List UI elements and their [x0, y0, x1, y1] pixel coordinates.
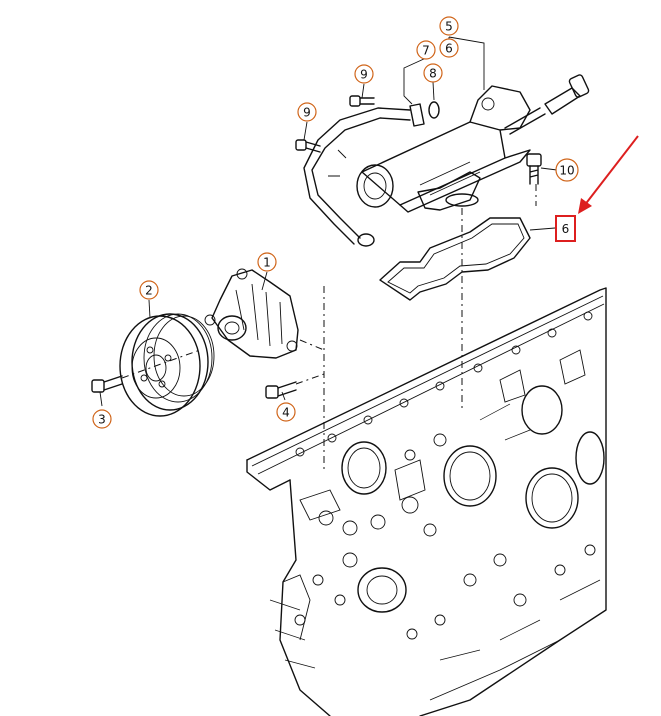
callout-number: 4 [282, 406, 290, 420]
callout-number: 5 [445, 20, 453, 34]
red-arrow-icon [578, 135, 639, 214]
highlighted-callout-6: 6 [555, 215, 576, 242]
engine-block [246, 287, 607, 716]
callout-circle [416, 40, 436, 60]
callout-number: 3 [98, 413, 106, 427]
bolt-3 [91, 375, 123, 393]
highlighted-callout-text: 6 [562, 222, 570, 236]
pulley [119, 313, 215, 417]
callout-circle [555, 158, 579, 182]
callout-circle [439, 38, 459, 58]
leader-lines [99, 36, 558, 407]
callout-c3: 3 [92, 409, 112, 429]
callout-number: 7 [422, 44, 430, 58]
callout-circle [92, 409, 112, 429]
callout-c9a: 9 [354, 64, 374, 84]
callout-number: 8 [429, 67, 437, 81]
bolt-10 [526, 153, 542, 185]
o-ring [428, 101, 440, 119]
callout-circle [276, 402, 296, 422]
callout-number: 10 [559, 164, 574, 178]
coolant-pipe [303, 103, 425, 247]
callout-circle [423, 63, 443, 83]
callout-number: 9 [360, 68, 368, 82]
callout-circle [297, 102, 317, 122]
callout-c8: 8 [423, 63, 443, 83]
callout-labels: 1 2 3 4 5 6 7 8 9 9 10 [92, 16, 579, 429]
cooler-housing [356, 74, 590, 213]
water-pump [204, 268, 299, 359]
callout-number: 6 [445, 42, 453, 56]
callout-number: 2 [145, 284, 153, 298]
gasket [379, 217, 531, 301]
bolt-9b [295, 139, 321, 153]
center-lines [121, 184, 537, 470]
callout-c9b: 9 [297, 102, 317, 122]
callout-c4: 4 [276, 402, 296, 422]
callout-c1: 1 [257, 252, 277, 272]
callout-number: 1 [263, 256, 271, 270]
callout-c10: 10 [555, 158, 579, 182]
callout-c7: 7 [416, 40, 436, 60]
callout-circle [139, 280, 159, 300]
callout-circle [257, 252, 277, 272]
callout-c2: 2 [139, 280, 159, 300]
callout-circle [439, 16, 459, 36]
callout-c6a: 6 [439, 38, 459, 58]
callout-c5: 5 [439, 16, 459, 36]
callout-circle [354, 64, 374, 84]
bolt-4 [265, 381, 297, 399]
callout-number: 9 [303, 106, 311, 120]
